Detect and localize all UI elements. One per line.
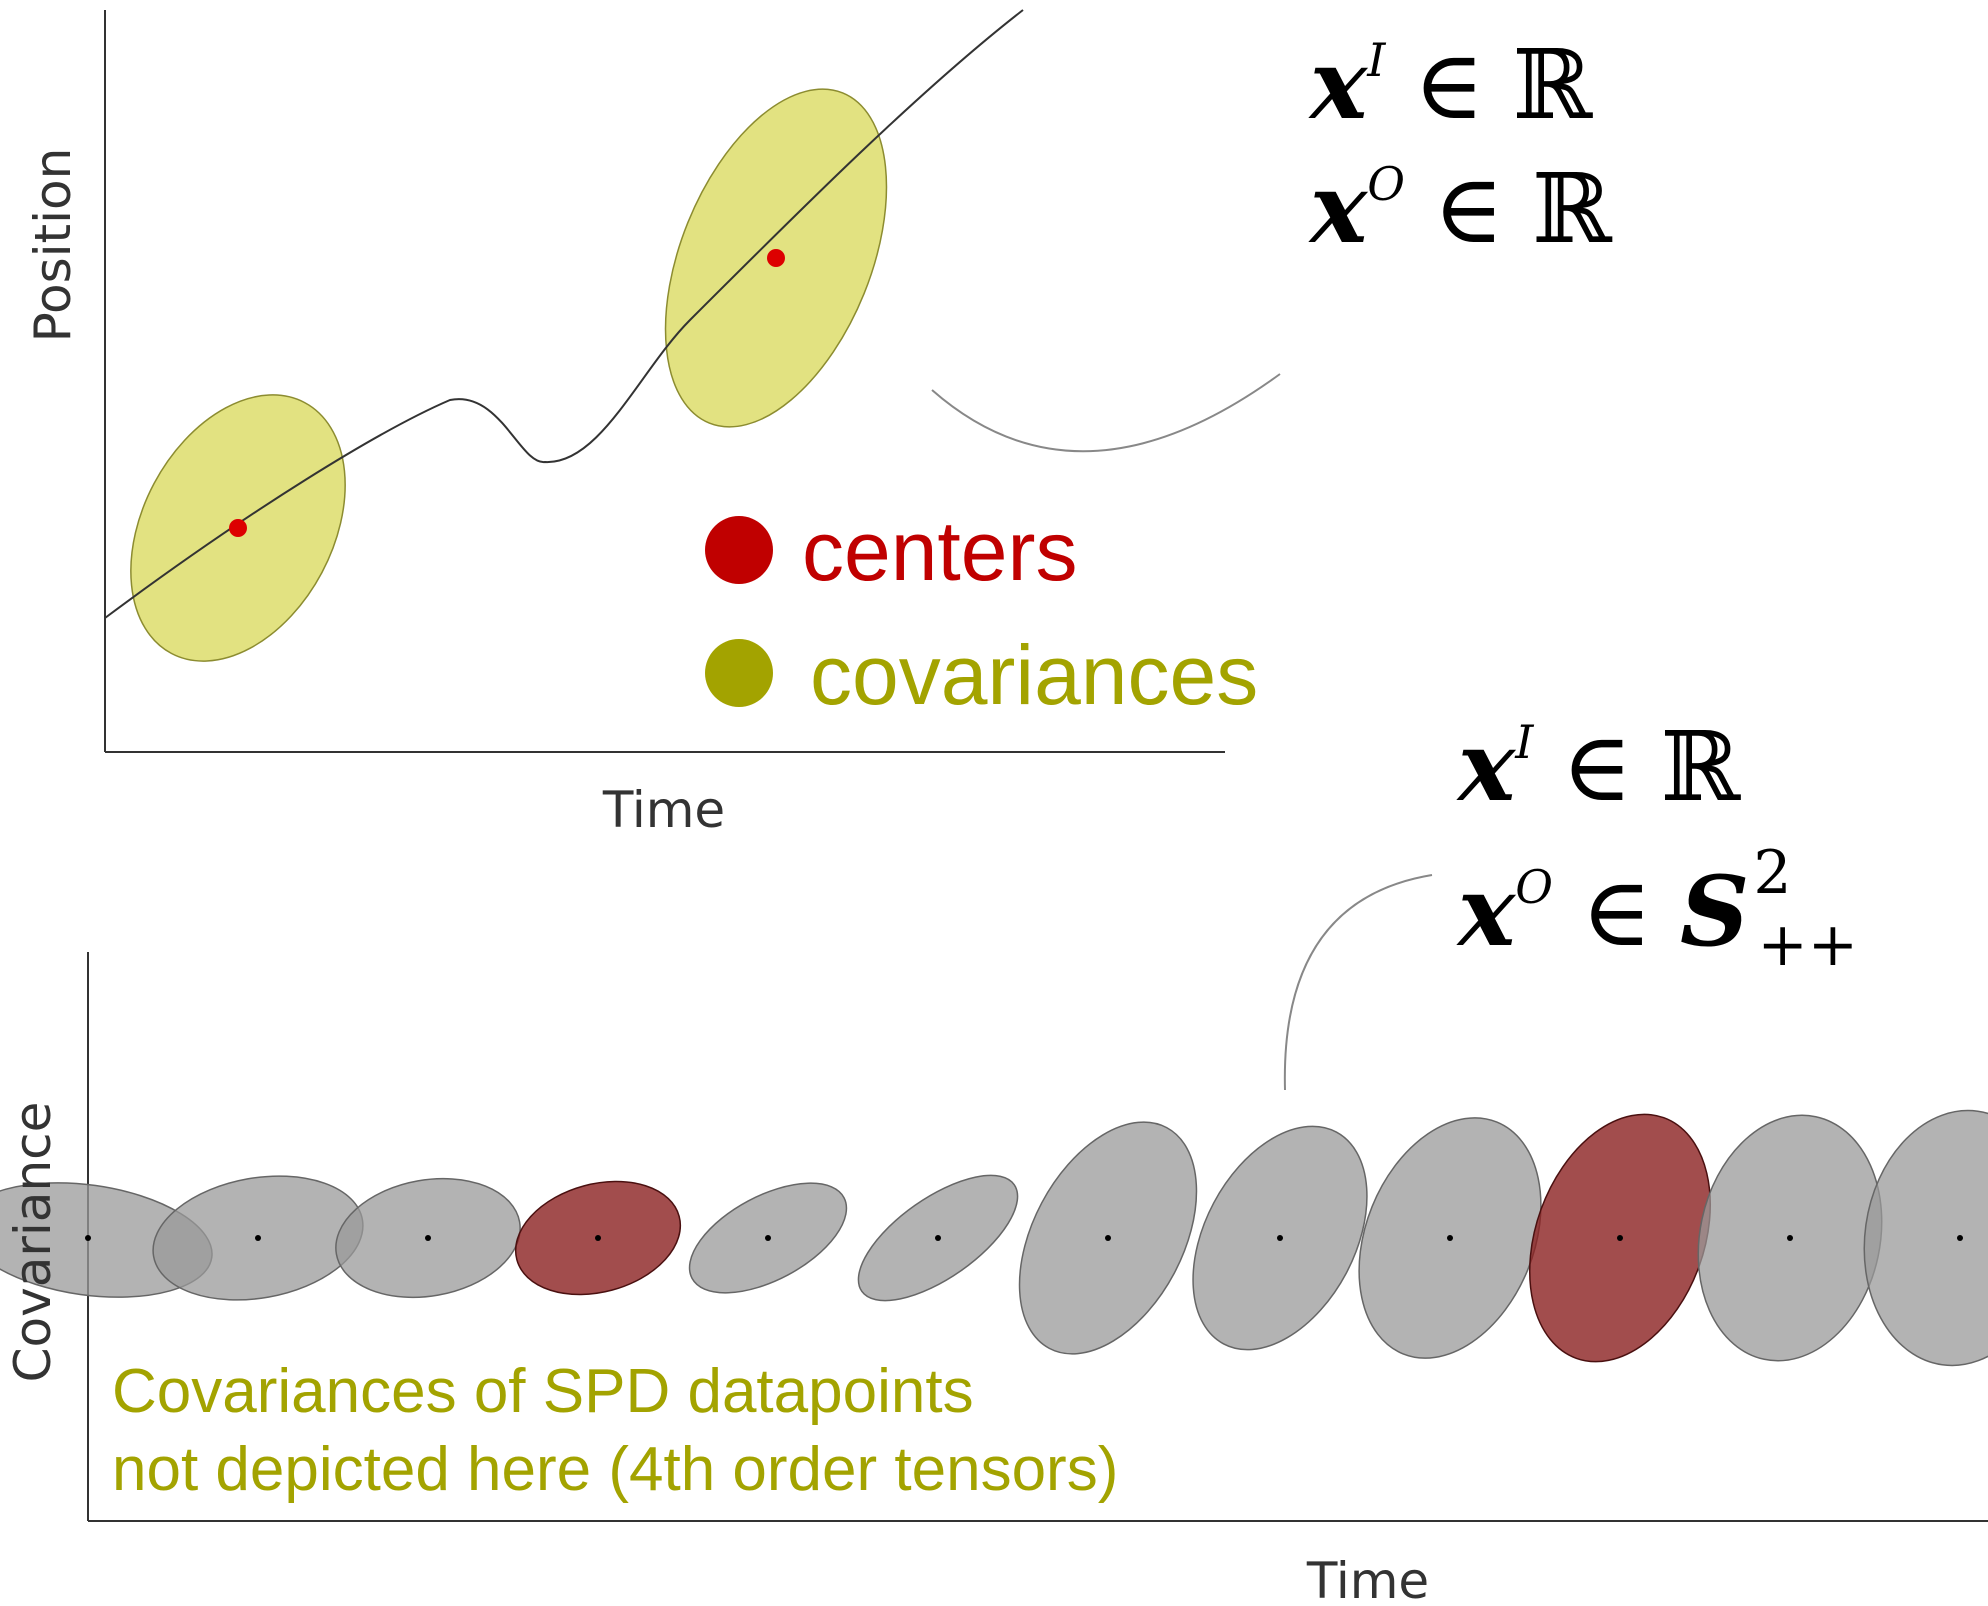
spd-center: [85, 1235, 91, 1241]
connector-arc: [1283, 874, 1433, 1091]
math-var: x: [1456, 855, 1517, 968]
math-space-sup: 2: [1753, 838, 1791, 908]
svg-text:xO∈ℝ: xO∈ℝ: [1308, 152, 1613, 265]
spd-center: [1277, 1235, 1283, 1241]
spd-center: [1617, 1235, 1623, 1241]
math-var: x: [1456, 710, 1517, 823]
math-space: ℝ: [1660, 711, 1741, 823]
legend-centers-marker: [705, 516, 773, 584]
top-x-label: Time: [602, 781, 725, 839]
spd-center: [425, 1235, 431, 1241]
math-sup: O: [1515, 860, 1553, 914]
spd-center: [1105, 1235, 1111, 1241]
spd-center: [765, 1235, 771, 1241]
bottom-math: xI∈ℝ xO∈S2++: [1456, 710, 1858, 980]
trajectory-curve: [104, 9, 1024, 619]
spd-center: [935, 1235, 941, 1241]
top-math: xI∈ℝ xO∈ℝ: [1308, 28, 1613, 265]
bottom-y-label: Covariance: [4, 1102, 62, 1383]
connector-arc: [931, 373, 1281, 453]
math-space: S: [1680, 855, 1749, 968]
note-line-2: not depicted here (4th order tensors): [112, 1435, 1118, 1504]
legend-covariances-marker: [705, 639, 773, 707]
top-y-label: Position: [24, 148, 82, 343]
bottom-panel: Covariances of SPD datapoints not depict…: [0, 710, 1988, 1606]
legend-centers-label: centers: [802, 504, 1077, 598]
spd-ellipse: [1863, 1109, 1988, 1367]
spd-center: [1787, 1235, 1793, 1241]
note-line-1: Covariances of SPD datapoints: [112, 1357, 974, 1426]
legend-covariances-label: covariances: [810, 628, 1258, 722]
spd-center: [1447, 1235, 1453, 1241]
svg-text:xI∈ℝ: xI∈ℝ: [1456, 710, 1741, 823]
math-var: x: [1308, 28, 1369, 141]
svg-text:xO∈S2++: xO∈S2++: [1456, 838, 1858, 980]
svg-text:xI∈ℝ: xI∈ℝ: [1308, 28, 1593, 141]
math-sup: I: [1366, 33, 1386, 87]
bottom-x-label: Time: [1306, 1552, 1429, 1606]
spd-center: [255, 1235, 261, 1241]
spd-center: [1957, 1235, 1963, 1241]
math-sup: I: [1514, 715, 1534, 769]
math-space: ℝ: [1512, 29, 1593, 141]
math-sup: O: [1367, 157, 1405, 211]
math-space-sub: ++: [1758, 910, 1859, 980]
math-space: ℝ: [1532, 153, 1613, 265]
spd-center: [595, 1235, 601, 1241]
top-panel: Time Position centers covariances xI∈ℝ x…: [24, 9, 1613, 839]
math-var: x: [1308, 152, 1369, 265]
center-point: [229, 519, 247, 537]
center-point: [767, 249, 785, 267]
legend: centers covariances: [705, 504, 1258, 722]
spd-ellipses: [0, 1109, 1988, 1367]
